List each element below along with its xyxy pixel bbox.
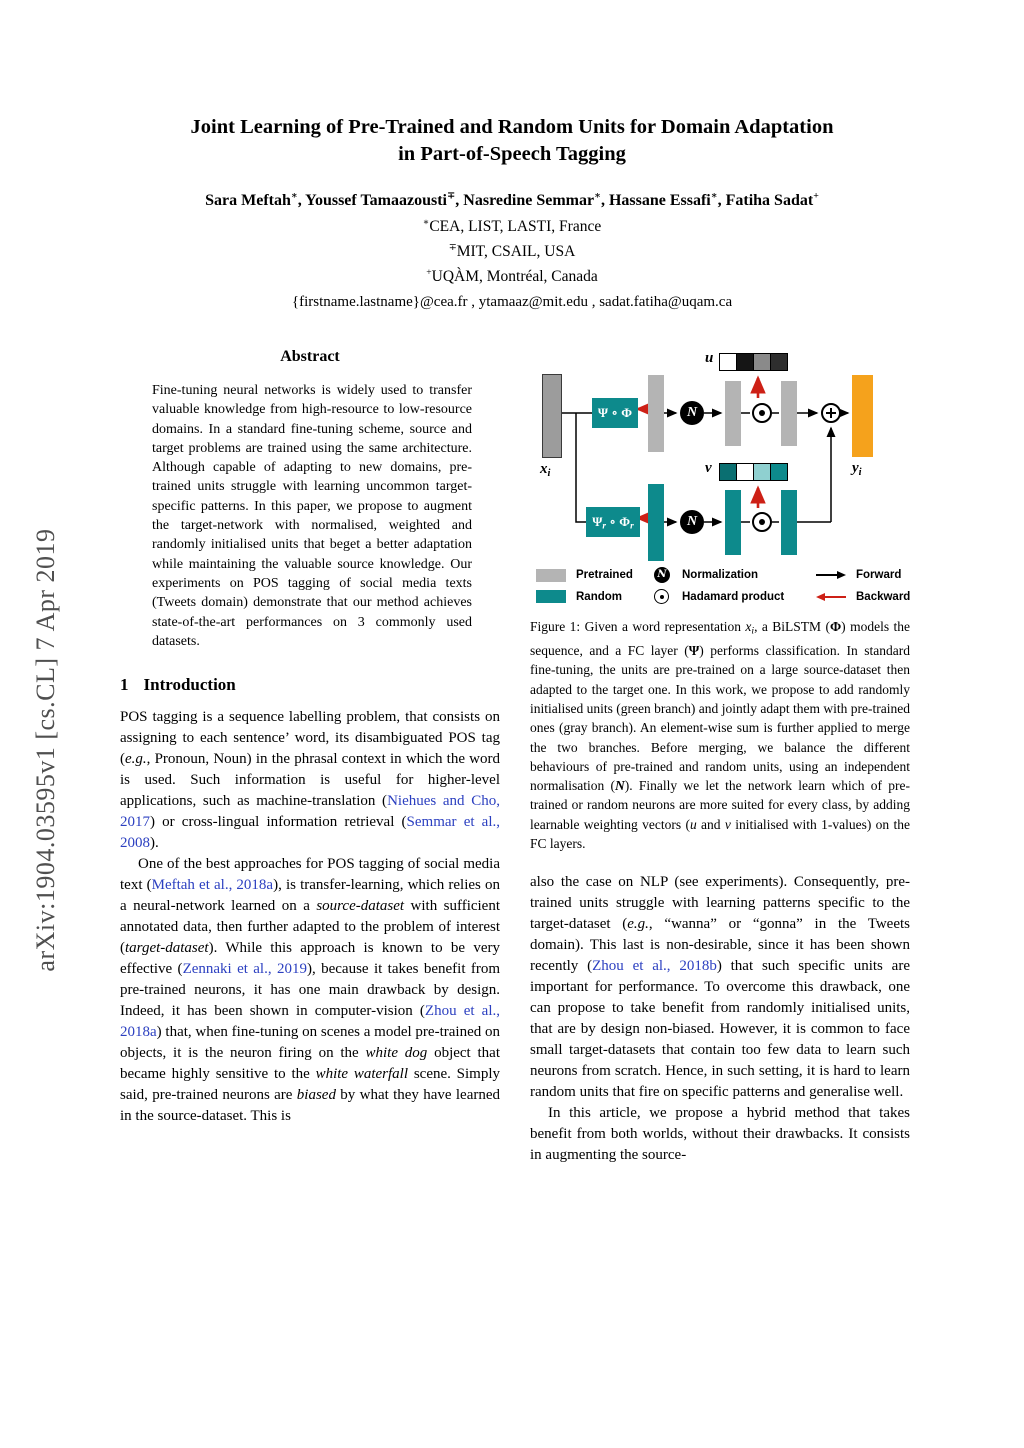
legend-label-random: Random xyxy=(576,590,622,603)
output-vector-bar xyxy=(852,375,873,457)
weight-vector-cell xyxy=(736,463,754,481)
normalization-node-top: N xyxy=(680,401,704,425)
affiliation-line-2: ∓MIT, CSAIL, USA xyxy=(448,241,576,260)
legend-label-backward: Backward xyxy=(856,590,911,603)
citation-link[interactable]: Zhou et al., 2018b xyxy=(592,958,717,975)
figure-1-diagram: xi Ψ ∘ Φ Ψr ∘ Φr N N u v xyxy=(530,348,910,563)
legend-label-normalization: Normalization xyxy=(682,569,759,581)
weight-vector-cell xyxy=(753,463,771,481)
pretrained-units-bar-3 xyxy=(781,381,797,446)
weight-vector-cell xyxy=(753,353,771,371)
weight-vector-cell xyxy=(736,353,754,371)
v-label: v xyxy=(705,460,712,476)
forward-arrow-icon xyxy=(816,571,846,579)
intro-paragraph-2: One of the best approaches for POS taggi… xyxy=(120,856,501,1125)
citation-link[interactable]: Zhou et al., 2018a xyxy=(120,1003,500,1041)
backward-arrow-icon xyxy=(816,592,846,601)
hadamard-product-node-bottom xyxy=(752,512,772,532)
intro-paragraph-1: POS tagging is a sequence labelling prob… xyxy=(120,709,500,852)
emails-line: {firstname.lastname}@cea.fr , ytamaaz@mi… xyxy=(291,294,733,310)
diagram-wires xyxy=(562,375,850,527)
normalization-icon: N xyxy=(654,567,670,583)
legend-label-hadamard: Hadamard product xyxy=(682,590,785,603)
pretrained-swatch xyxy=(536,568,566,582)
section-number: 1 xyxy=(120,675,129,695)
legend-label-pretrained: Pretrained xyxy=(576,569,633,581)
weight-vector-cell xyxy=(770,463,788,481)
citation-link[interactable]: Zennaki et al., 2019 xyxy=(182,961,307,978)
elementwise-sum-node xyxy=(821,403,841,423)
random-bilstm-fc-box: Ψr ∘ Φr xyxy=(586,507,640,537)
u-label: u xyxy=(705,350,714,366)
pretrained-bilstm-fc-box: Ψ ∘ Φ xyxy=(592,398,638,428)
random-swatch xyxy=(536,590,566,603)
figure-legend: Pretrained N Normalization Forward Rando… xyxy=(536,567,910,604)
arxiv-watermark: arXiv:1904.03595v1 [cs.CL] 7 Apr 2019 xyxy=(31,528,60,972)
figure-1-caption: Figure 1: Given a word representation xi… xyxy=(530,619,910,851)
hadamard-product-node-top xyxy=(752,403,772,423)
input-word-vector-bar xyxy=(542,374,562,458)
hadamard-product-icon xyxy=(654,589,669,604)
input-label-xi: xi xyxy=(540,461,551,480)
weight-vector-cell xyxy=(770,353,788,371)
affiliations: ∗CEA, LIST, LASTI, France ∓MIT, CSAIL, U… xyxy=(110,214,914,289)
affiliation-line-1: ∗CEA, LIST, LASTI, France xyxy=(422,216,602,235)
left-column: Abstract Fine-tuning neural networks is … xyxy=(120,348,500,1166)
paper-title-line-1: Joint Learning of Pre-Trained and Random… xyxy=(190,116,834,138)
authors-line: Sara Meftah∗, Youssef Tamaazousti∓, Nasr… xyxy=(205,190,819,209)
section-title: Introduction xyxy=(143,675,236,695)
random-units-bar-3 xyxy=(781,490,797,555)
weight-vector-cell xyxy=(719,353,737,371)
random-units-bar-2 xyxy=(725,490,741,555)
affiliation-line-3: +UQÀM, Montréal, Canada xyxy=(426,266,598,285)
right-column-paragraph-2: In this article, we propose a hybrid met… xyxy=(530,1105,910,1164)
abstract-text: Fine-tuning neural networks is widely us… xyxy=(152,383,472,649)
output-label-yi: yi xyxy=(852,460,862,479)
two-column-body: Abstract Fine-tuning neural networks is … xyxy=(120,348,910,1166)
section-1-heading: 1 Introduction xyxy=(120,675,500,695)
pretrained-units-bar-1 xyxy=(648,375,664,452)
paper-header: Joint Learning of Pre-Trained and Random… xyxy=(110,114,914,311)
normalization-node-bottom: N xyxy=(680,510,704,534)
weight-vector-cell xyxy=(719,463,737,481)
pretrained-units-bar-2 xyxy=(725,381,741,446)
citation-link[interactable]: Niehues and Cho, 2017 xyxy=(120,793,500,831)
legend-label-forward: Forward xyxy=(856,569,902,581)
figure-1: xi Ψ ∘ Φ Ψr ∘ Φr N N u v xyxy=(530,348,910,853)
paper-title-line-2: in Part-of-Speech Tagging xyxy=(398,143,626,165)
random-units-bar-1 xyxy=(648,484,664,561)
citation-link[interactable]: Semmar et al., 2008 xyxy=(120,814,500,852)
citation-link[interactable]: Meftah et al., 2018a xyxy=(151,877,274,894)
u-weight-vector xyxy=(719,353,788,371)
right-column-paragraph-1: also the case on NLP (see experiments). … xyxy=(530,874,910,1101)
abstract-heading: Abstract xyxy=(280,348,340,365)
v-weight-vector xyxy=(719,463,788,481)
right-column: xi Ψ ∘ Φ Ψr ∘ Φr N N u v xyxy=(530,348,910,1166)
